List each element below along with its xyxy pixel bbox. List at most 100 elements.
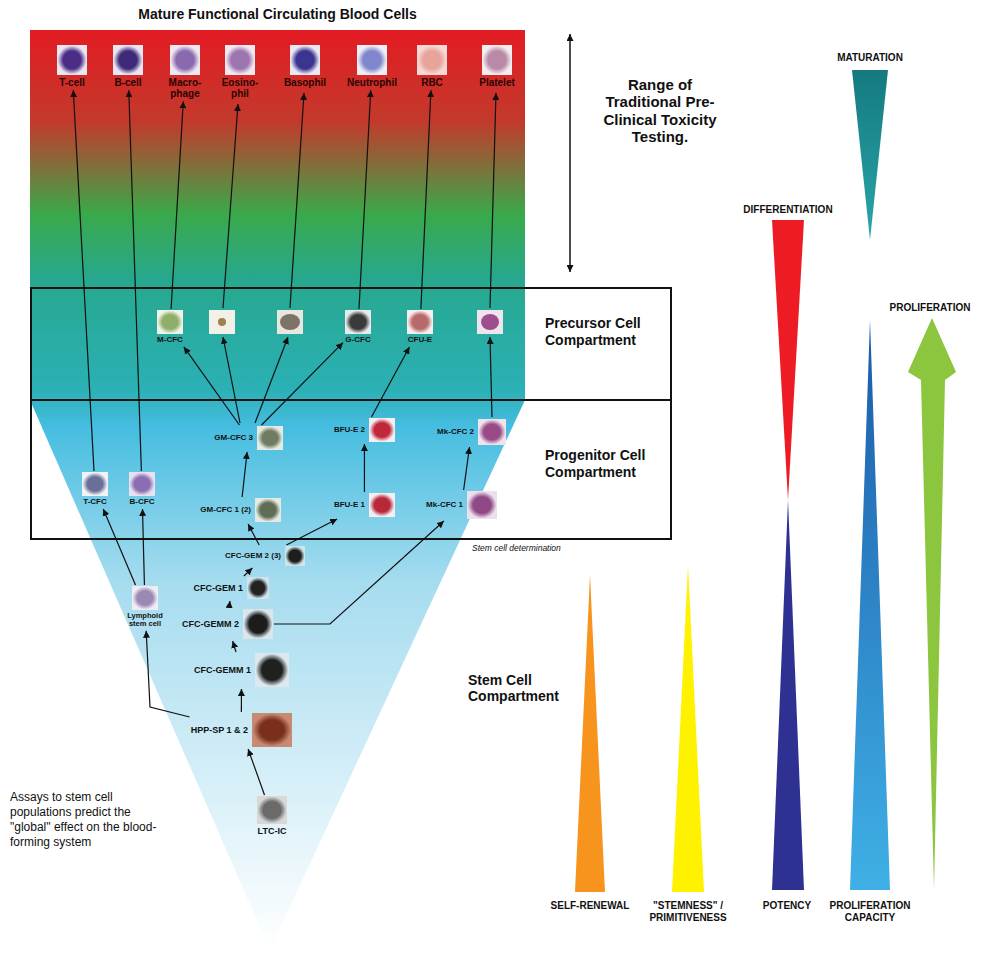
cell-label: G-CFC: [345, 336, 370, 345]
range-double-arrow: [569, 34, 571, 272]
cell-image: [369, 418, 395, 442]
cell-image: [257, 426, 283, 450]
precursor-image: [218, 318, 226, 326]
cell-node: BFU-E 2: [334, 418, 395, 442]
proliferation-capacity-wedge: [850, 320, 890, 890]
cell-node: HPP-SP 1 & 2: [191, 713, 292, 747]
trend-label: DIFFERENTIATION: [728, 204, 848, 216]
precursor-image: [280, 314, 300, 330]
arrow-connector: [248, 524, 259, 545]
cell-image: [407, 310, 433, 334]
arrow-connector: [103, 509, 135, 585]
compartment-box: Progenitor Cell CompartmentT-CFCB-CFCGM-…: [30, 399, 672, 540]
cell-image: [225, 45, 255, 75]
title: Mature Functional Circulating Blood Cell…: [30, 6, 525, 23]
lineage-arrow: [490, 337, 492, 417]
maturation-wedge: [852, 70, 888, 240]
trend-label: POTENCY: [757, 900, 817, 912]
cell-node: CFC-GEM 1: [194, 577, 270, 599]
trend-label: SELF-RENEWAL: [548, 900, 632, 912]
cell-node: Macro- phage: [164, 45, 206, 99]
cell-image: [129, 472, 155, 496]
arrow-connector: [73, 90, 94, 471]
cell-label: Macro- phage: [164, 77, 206, 99]
arrow-connector: [244, 568, 252, 576]
cell-node: BFU-E 1: [334, 493, 395, 517]
cell-node: Platelet: [479, 45, 515, 88]
arrow-connector: [274, 521, 444, 624]
cell-label: RBC: [421, 77, 443, 88]
cell-label: CFC-GEMM 1: [194, 665, 251, 675]
precursor-image: [277, 310, 303, 334]
cell-label: GM-CFC 1 (2): [200, 506, 251, 515]
trend-label: PROLIFERATION: [880, 302, 980, 314]
precursor-image: [477, 310, 503, 334]
cell-node: G-CFC: [345, 310, 371, 345]
cell-image: [247, 577, 269, 599]
cell-node: CFC-GEM 2 (3): [225, 546, 305, 566]
cell-node: T-cell: [57, 45, 87, 88]
arrow-connector: [241, 689, 242, 712]
cell-image: [345, 310, 371, 334]
cell-label: Lymphoid stem cell: [121, 612, 169, 629]
arrow-connector: [286, 519, 337, 545]
arrow-connector: [464, 447, 470, 490]
arrow-connector: [364, 444, 365, 492]
compartment-label: Stem Cell Compartment: [468, 672, 576, 704]
trend-label: "STEMNESS" / PRIMITIVENESS: [636, 900, 740, 923]
cell-label: Eosino- phil: [219, 77, 261, 99]
cell-label: CFC-GEM 1: [194, 583, 244, 593]
cell-node: Neutrophil: [347, 45, 397, 88]
cell-node: Lymphoid stem cell: [121, 586, 169, 629]
cell-node: B-CFC: [129, 472, 155, 507]
cell-label: HPP-SP 1 & 2: [191, 725, 248, 735]
cell-label: LTC-IC: [258, 826, 287, 836]
cell-image: [170, 45, 200, 75]
trend-label: PROLIFERATION CAPACITY: [820, 900, 920, 923]
arrow-connector: [229, 601, 231, 608]
cell-image: [482, 45, 512, 75]
lineage-arrow: [223, 337, 240, 423]
cell-label: Platelet: [479, 77, 515, 88]
cell-image: [132, 586, 158, 610]
differentiation-wedge: [772, 220, 804, 500]
potency-wedge: [772, 500, 804, 890]
cell-image: [57, 45, 87, 75]
arrow-connector: [421, 90, 431, 309]
cell-label: T-cell: [59, 77, 85, 88]
cell-label: T-CFC: [83, 498, 107, 507]
compartment-box: Precursor Cell CompartmentM-CFCG-CFCCFU-…: [30, 287, 672, 401]
cell-node: Basophil: [284, 45, 326, 88]
cell-label: Mk-CFC 2: [437, 428, 474, 437]
cell-node: Mk-CFC 2: [437, 419, 506, 445]
cell-image: [255, 653, 289, 687]
lineage-arrow: [223, 104, 238, 308]
cell-image: [417, 45, 447, 75]
callout-note: Stem cell determination: [472, 544, 584, 554]
cell-node: T-CFC: [82, 472, 108, 507]
proliferation-arrow: [908, 318, 956, 890]
cell-image: [82, 472, 108, 496]
self-renewal-wedge: [575, 575, 605, 892]
cell-node: LTC-IC: [257, 796, 287, 836]
arrow-connector: [262, 343, 343, 425]
cell-label: B-cell: [114, 77, 141, 88]
cell-node: B-cell: [113, 45, 143, 88]
lineage-arrow: [255, 337, 288, 423]
cell-label: BFU-E 1: [334, 501, 365, 510]
cell-node: CFU-E: [407, 310, 433, 345]
assay-note: Assays to stem cell populations predict …: [10, 790, 160, 850]
arrow-connector: [129, 90, 142, 471]
cell-node: RBC: [417, 45, 447, 88]
cell-image: [369, 493, 395, 517]
cell-image: [113, 45, 143, 75]
cell-node: M-CFC: [157, 310, 183, 345]
arrow-connector: [248, 749, 264, 795]
lineage-arrow: [290, 93, 304, 308]
arrow-connector: [233, 641, 236, 652]
lineage-arrow: [490, 93, 496, 308]
arrow-connector: [184, 347, 240, 425]
arrow-connector: [142, 509, 144, 585]
testing-range-note: Range of Traditional Pre-Clinical Toxici…: [590, 76, 730, 145]
